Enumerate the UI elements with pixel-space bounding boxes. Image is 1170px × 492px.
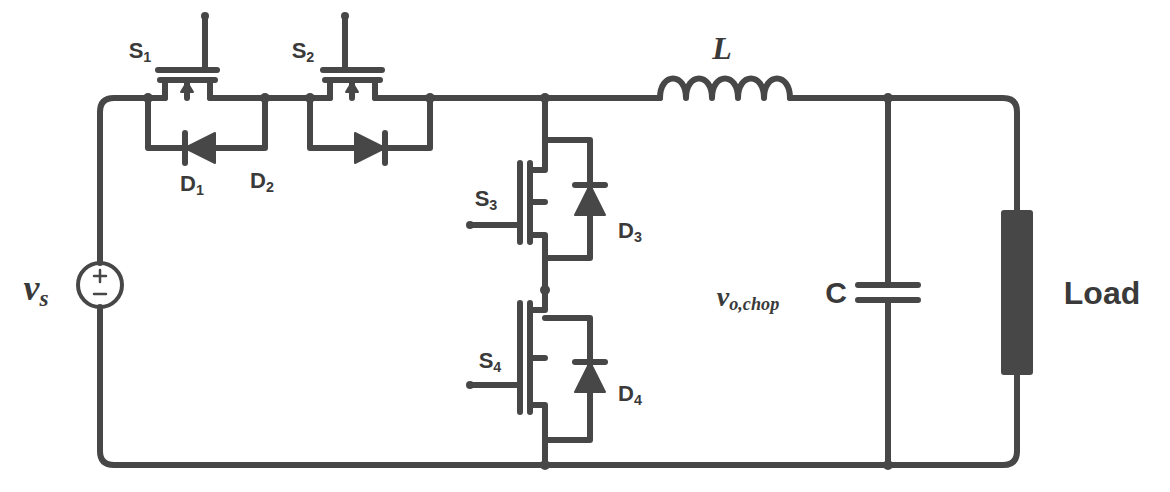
mosfet-symbol [470, 303, 545, 412]
diode-label: D1 [180, 173, 204, 197]
switch-label: S3 [475, 188, 498, 212]
inductor-label: L [712, 32, 732, 64]
switch-label: S4 [479, 350, 502, 374]
wire [100, 307, 1017, 465]
wire [790, 98, 1017, 210]
wire [100, 98, 165, 263]
junction-dot [305, 93, 315, 103]
diode-label: D3 [618, 220, 642, 244]
diode-bar [575, 182, 605, 188]
diode-symbol [185, 133, 215, 163]
mosfet-arrow [346, 82, 358, 92]
junction-dot [883, 93, 893, 103]
diode-label: D4 [618, 383, 642, 407]
gate-terminal [201, 12, 209, 20]
wire [885, 98, 891, 465]
source-label: vs [23, 270, 48, 310]
wire [375, 95, 660, 101]
junction-dot [260, 93, 270, 103]
junction-dot [425, 93, 435, 103]
junction-dot [143, 93, 153, 103]
mosfet-symbol [323, 18, 382, 98]
junction-dot [883, 460, 893, 470]
output-voltage-label: vo,chop [717, 283, 779, 314]
diode-bar [382, 133, 388, 163]
diode-bar [575, 359, 605, 365]
diode-label: D2 [250, 170, 274, 194]
mosfet-arrow [181, 82, 193, 92]
voltage-source [78, 263, 122, 307]
switch-label: S2 [292, 40, 315, 64]
source-sign [94, 270, 106, 294]
switch-label: S1 [129, 40, 152, 64]
gate-terminal [341, 12, 349, 20]
diode-symbol [575, 362, 605, 392]
gate-terminal [466, 221, 474, 229]
capacitor-symbol [858, 285, 918, 300]
load-label: Load [1064, 277, 1140, 309]
junction-dot [540, 460, 550, 470]
capacitor-label: C [825, 278, 847, 308]
diode-bar [182, 133, 188, 163]
load-block [1001, 210, 1033, 375]
junction-dot [540, 93, 550, 103]
mosfet-symbol [158, 18, 217, 98]
diode-symbol [575, 185, 605, 215]
mosfet-symbol [470, 163, 545, 242]
diode-symbol [355, 133, 385, 163]
inductor-symbol [660, 79, 790, 99]
junction-dot [540, 285, 550, 295]
gate-terminal [466, 381, 474, 389]
